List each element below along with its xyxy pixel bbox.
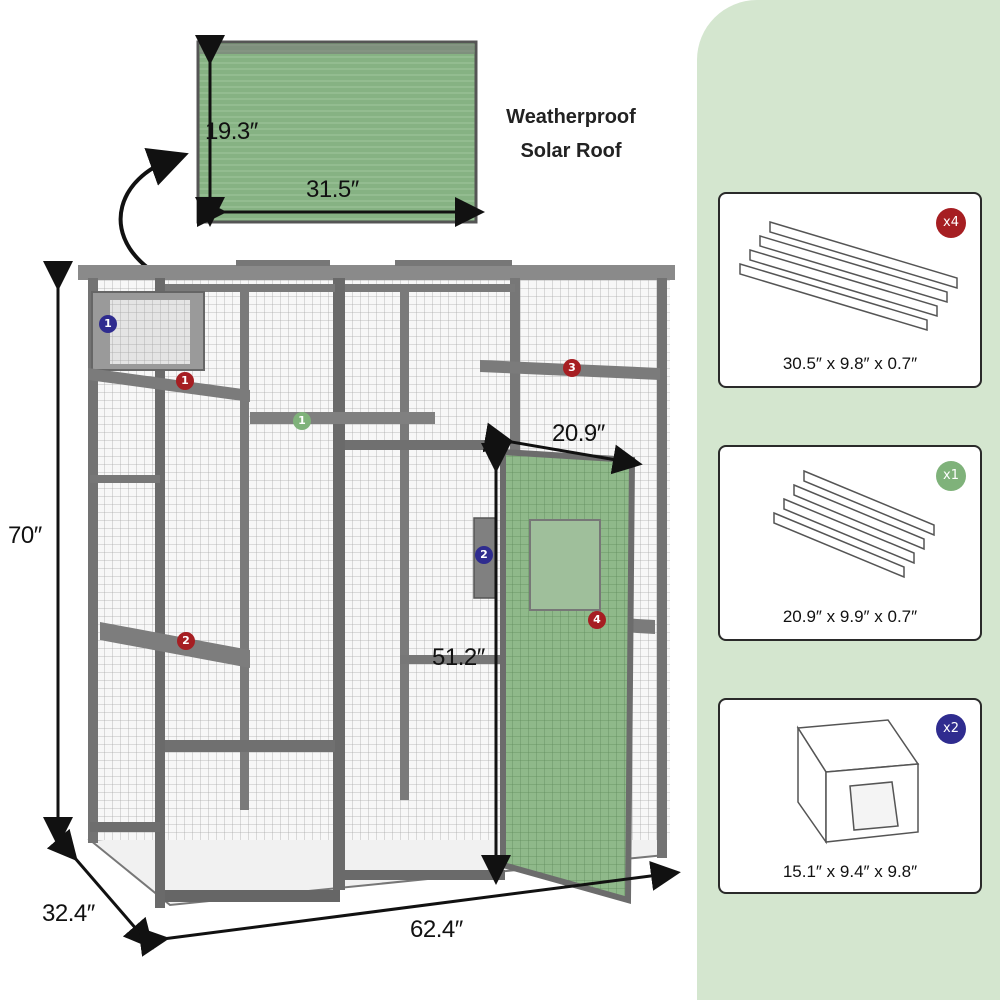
marker-red-1: 1	[176, 372, 194, 390]
roof-title-line-1: Weatherproof	[506, 106, 636, 128]
marker-red-2: 2	[177, 632, 195, 650]
marker-red-4: 4	[588, 611, 606, 629]
roof-height-label: 19.3″	[205, 118, 258, 145]
marker-green-1: 1	[293, 412, 311, 430]
width-dimension-label: 62.4″	[410, 916, 463, 943]
height-dimension-label: 70″	[8, 522, 42, 549]
part-card-short-shelf: x1 20.9″ x 9.9″ x 0.7″	[718, 445, 982, 641]
roof-width-label: 31.5″	[306, 176, 359, 203]
door-width-label: 20.9″	[552, 420, 605, 447]
cabin-box-illustration	[796, 719, 920, 845]
long-shelf-illustration	[739, 220, 958, 332]
marker-red-3: 3	[563, 359, 581, 377]
part-quantity-badge-2: x1	[936, 461, 966, 491]
part-card-cabin-box: x2 15.1″ x 9.4″ x 9.8″	[718, 698, 982, 894]
depth-dimension-label: 32.4″	[42, 900, 95, 927]
part-quantity-badge-3: x2	[936, 714, 966, 744]
door-panel	[500, 448, 636, 904]
part-quantity-badge-1: x4	[936, 208, 966, 238]
solar-roof-panel	[195, 35, 485, 227]
marker-blue-1: 1	[99, 315, 117, 333]
door-height-label: 51.2″	[432, 644, 485, 671]
curved-arrow-icon	[118, 147, 189, 270]
dimension-lines	[43, 261, 681, 957]
part-size-label-3: 15.1″ x 9.4″ x 9.8″	[782, 862, 918, 881]
part-size-label-1: 30.5″ x 9.8″ x 0.7″	[782, 354, 918, 373]
part-card-long-shelf: x4 30.5″ x 9.8″ x 0.7″	[718, 192, 982, 388]
roof-title-line-2: Solar Roof	[520, 140, 622, 162]
roof-title: Weatherproof Solar Roof	[476, 100, 666, 168]
short-shelf-illustration	[773, 469, 935, 579]
part-size-label-2: 20.9″ x 9.9″ x 0.7″	[782, 607, 918, 626]
marker-blue-2: 2	[475, 546, 493, 564]
